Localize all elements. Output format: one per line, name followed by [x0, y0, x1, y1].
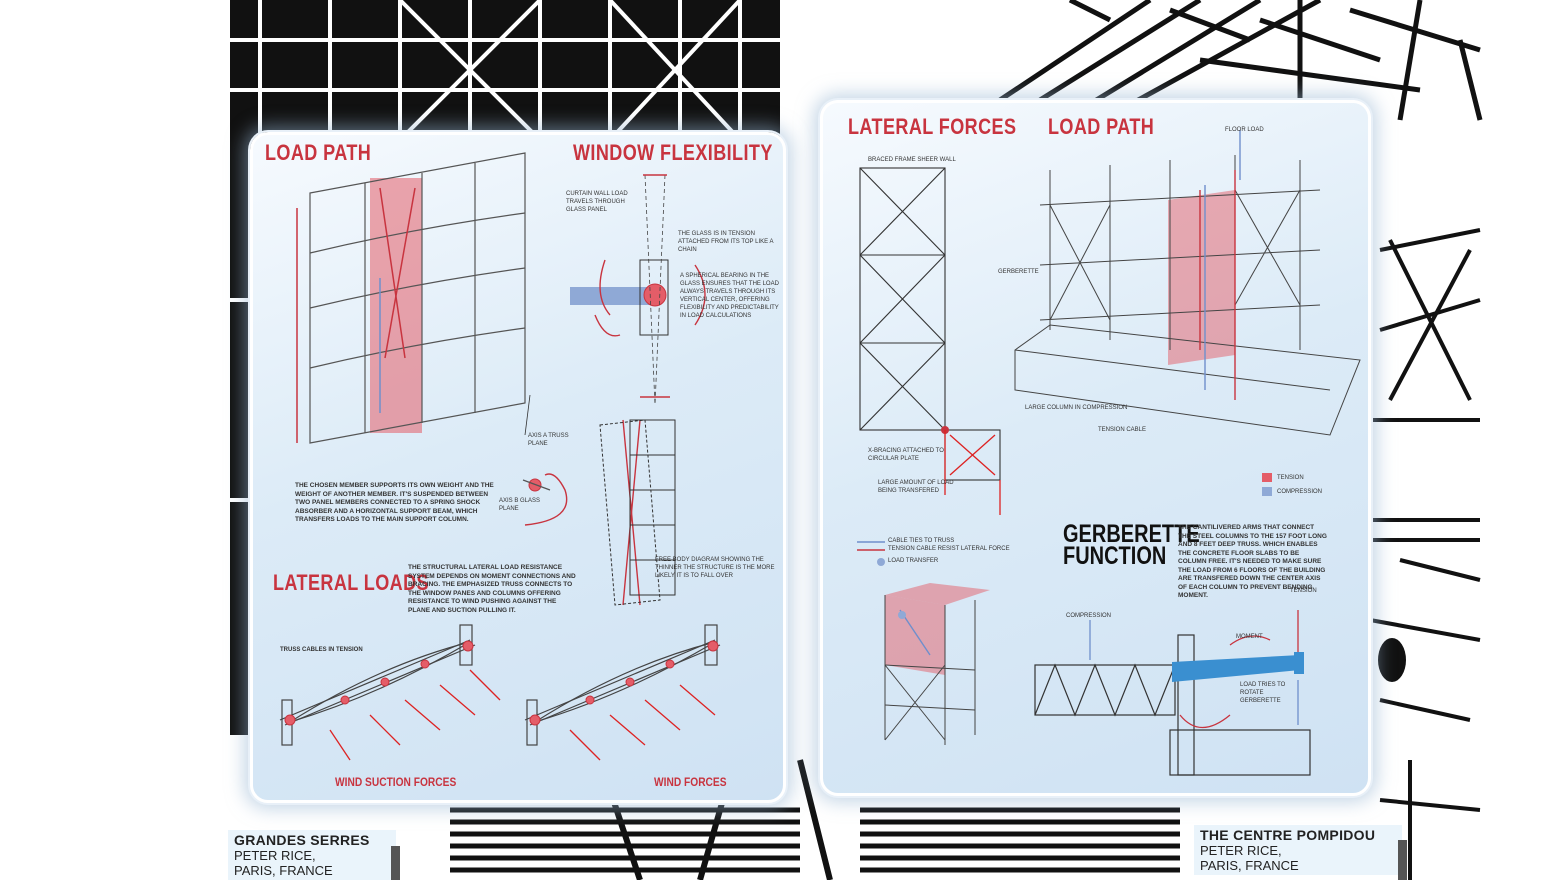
right-panel: [820, 100, 1371, 796]
load-path-description-left: THE CHOSEN MEMBER SUPPORTS ITS OWN WEIGH…: [295, 482, 494, 523]
gerberette-function-title-1: GERBERETTE: [1063, 520, 1200, 548]
tension-cable-label: TENSION CABLE: [1098, 427, 1147, 433]
tension-strip: [370, 178, 422, 433]
gerberette-tension-label: TENSION: [1290, 588, 1317, 594]
window-note-2: THE GLASS IS IN TENSION ATTACHED FROM IT…: [678, 231, 774, 253]
project-bar-right: [1398, 840, 1407, 880]
load-arrows-left: [296, 187, 416, 443]
left-panel: [250, 132, 786, 803]
lateral-loads-title: LATERAL LOADS: [273, 570, 429, 595]
project-line2-right: PARIS, FRANCE: [1200, 858, 1299, 873]
gerberette-label: GERBERETTE: [998, 269, 1039, 275]
large-column-label: LARGE COLUMN IN COMPRESSION: [1025, 405, 1128, 411]
axis-b-label: AXIS B GLASS PLANE: [499, 498, 541, 512]
legend-tension-swatch: [1262, 473, 1272, 482]
project-line1-right: PETER RICE,: [1200, 843, 1282, 858]
braced-frame-label: BRACED FRAME SHEER WALL: [868, 157, 956, 163]
load-path-title-left: LOAD PATH: [265, 140, 372, 165]
window-flexibility-diagram: [570, 174, 706, 606]
lateral-forces-title: LATERAL FORCES: [848, 114, 1017, 139]
lateral-loads-diagram: [279, 624, 721, 761]
right-wall-sketch: [1369, 228, 1481, 880]
project-line1-left: PETER RICE,: [234, 848, 316, 863]
window-note-3: A SPHERICAL BEARING IN THE GLASS ENSURES…: [680, 273, 779, 319]
x-bracing-label: X-BRACING ATTACHED TO CIRCULAR PLATE: [868, 448, 944, 462]
gerberette-moment-label: MOMENT: [1236, 634, 1263, 640]
gerberette-function-title-2: FUNCTION: [1063, 542, 1167, 570]
cable-legend-lines: [857, 541, 885, 566]
project-label-right: THE CENTRE POMPIDOU PETER RICE, PARIS, F…: [1194, 825, 1402, 875]
legend-tension-label: TENSION: [1277, 475, 1304, 481]
compression-beam: [570, 287, 650, 305]
tension-cable-legend-label: TENSION CABLE RESIST LATERAL FORCE: [888, 546, 1010, 552]
project-label-left: GRANDES SERRES PETER RICE, PARIS, FRANCE: [228, 830, 396, 880]
window-flexibility-title: WINDOW FLEXIBILITY: [573, 140, 773, 165]
legend-compression-swatch: [1262, 487, 1272, 496]
axis-detail-diagram: [522, 395, 568, 526]
cable-ties-label: CABLE TIES TO TRUSS: [888, 538, 955, 544]
large-load-label: LARGE AMOUNT OF LOAD BEING TRANSFERED: [878, 480, 954, 494]
gerberette-description: THE CANTILIVERED ARMS THAT CONNECT THE S…: [1178, 524, 1327, 599]
right-figure: [1378, 638, 1406, 682]
load-transfer-label: LOAD TRANSFER: [888, 558, 939, 564]
truss-cables-label: TRUSS CABLES IN TENSION: [280, 647, 363, 653]
gerberette-diagram: [1034, 610, 1311, 776]
window-note-4: FREE BODY DIAGRAM SHOWING THE THINNER TH…: [655, 557, 775, 579]
glass-wall-diagram: [296, 152, 526, 444]
wind-suction-caption: WIND SUCTION FORCES: [335, 775, 457, 789]
project-title-left: GRANDES SERRES: [234, 832, 370, 848]
load-path-title-right: LOAD PATH: [1048, 114, 1155, 139]
tension-cube-diagram: [884, 583, 990, 745]
tension-zone: [1168, 190, 1235, 365]
gerberette-arm: [1172, 655, 1300, 682]
right-roof-sketch: [998, 0, 1483, 121]
axis-a-label: AXIS A TRUSS PLANE: [528, 433, 569, 447]
project-bar-left: [391, 846, 400, 880]
braced-frame-diagram: [859, 167, 1001, 515]
pompidou-frame-diagram: [1014, 130, 1361, 436]
legend-compression-label: COMPRESSION: [1277, 489, 1323, 495]
gerberette-load-tries-label: LOAD TRIES TO ROTATE GERBERETTE: [1240, 682, 1286, 704]
floor-load-label: FLOOR LOAD: [1225, 127, 1264, 133]
window-note-1: CURTAIN WALL LOAD TRAVELS THROUGH GLASS …: [566, 191, 628, 213]
project-title-right: THE CENTRE POMPIDOU: [1200, 827, 1376, 843]
lateral-loads-description: THE STRUCTURAL LATERAL LOAD RESISTANCE S…: [408, 564, 576, 614]
project-line2-left: PARIS, FRANCE: [234, 863, 333, 878]
gerberette-compression-label: COMPRESSION: [1066, 613, 1112, 619]
wind-forces-caption: WIND FORCES: [654, 775, 727, 789]
